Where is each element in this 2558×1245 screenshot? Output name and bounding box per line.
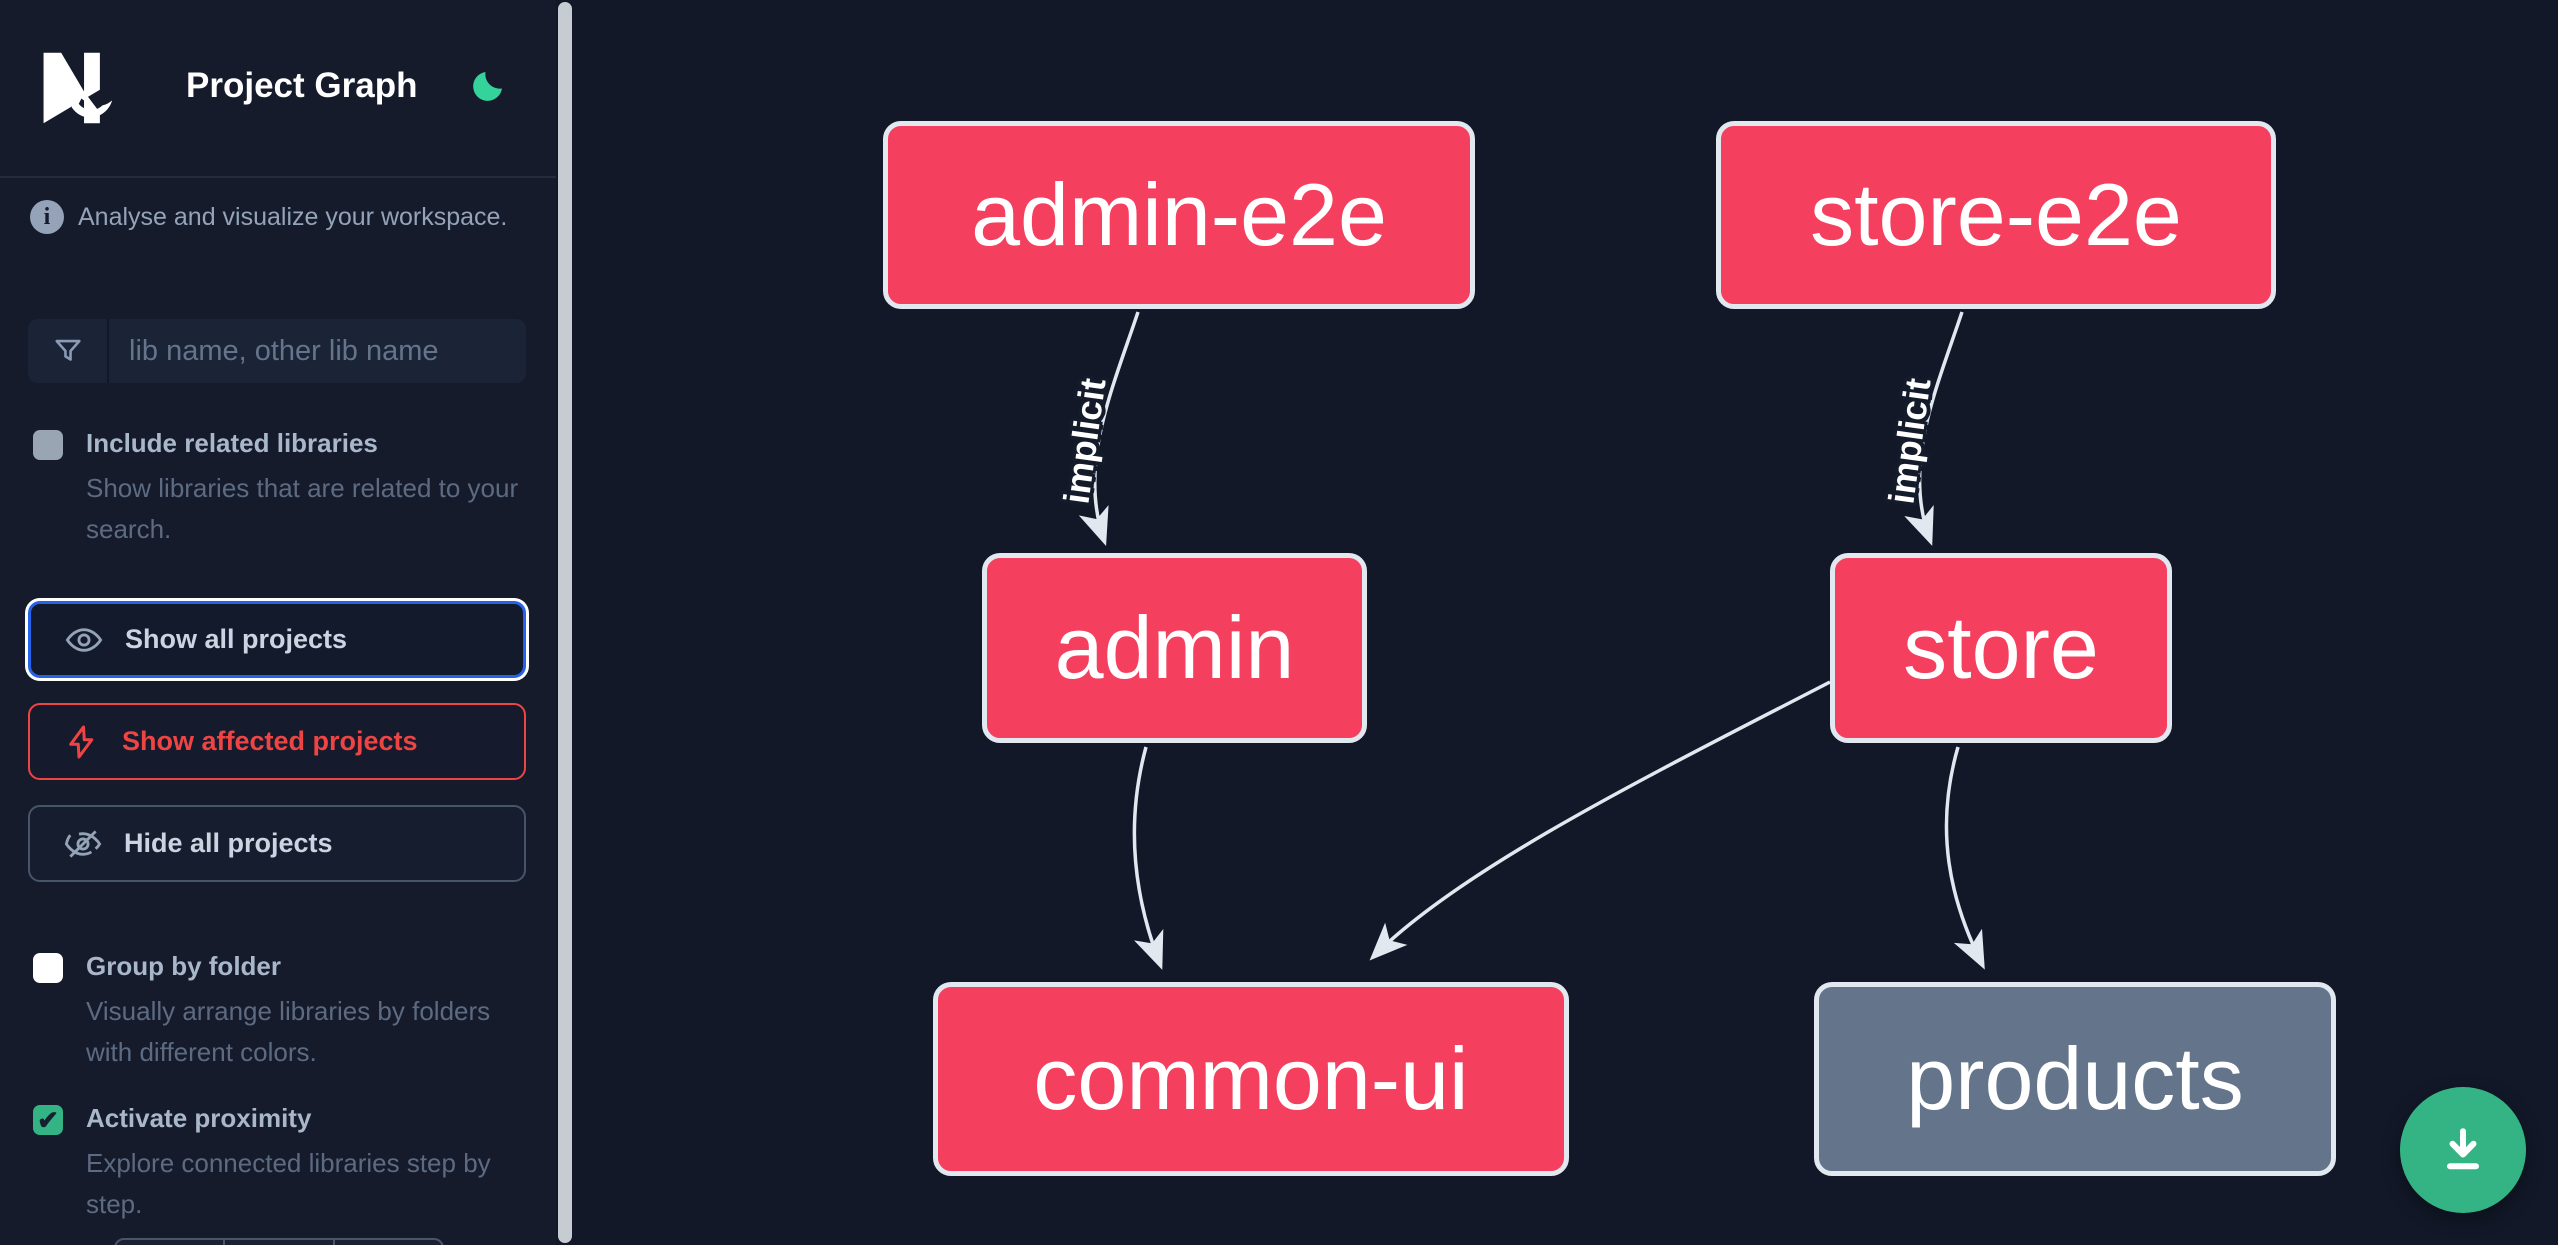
activate-proximity-row: ✔ Activate proximity Explore connected l… — [33, 1103, 503, 1233]
segment-left[interactable] — [116, 1240, 226, 1245]
search-filter-group — [28, 319, 526, 383]
page-title: Project Graph — [186, 66, 418, 105]
eye-off-icon — [64, 829, 102, 858]
group-by-folder-checkbox[interactable] — [33, 953, 63, 983]
node-label: store — [1903, 598, 2099, 697]
include-related-row: Include related libraries Show libraries… — [33, 428, 518, 558]
group-by-folder-row: Group by folder Visually arrange librari… — [33, 951, 503, 1081]
edge-label-implicit: implicit — [1880, 375, 1939, 507]
filter-icon — [28, 319, 109, 383]
button-label: Show all projects — [125, 624, 348, 654]
include-related-checkbox[interactable] — [33, 430, 63, 460]
info-icon: i — [30, 200, 64, 234]
node-label: common-ui — [1033, 1029, 1469, 1128]
segment-middle[interactable] — [225, 1240, 335, 1245]
group-by-folder-label: Group by folder — [86, 951, 281, 981]
info-row: i Analyse and visualize your workspace. — [30, 200, 507, 234]
search-input[interactable] — [109, 319, 526, 383]
activate-proximity-label: Activate proximity — [86, 1103, 312, 1133]
moon-icon — [473, 72, 502, 101]
segment-right[interactable] — [335, 1240, 442, 1245]
graph-node-store-e2e[interactable]: store-e2e — [1716, 121, 2276, 309]
graph-node-admin[interactable]: admin — [982, 553, 1367, 743]
node-label: products — [1906, 1029, 2244, 1128]
edge-label-implicit: implicit — [1055, 375, 1114, 507]
graph-node-store[interactable]: store — [1830, 553, 2172, 743]
activate-proximity-checkbox[interactable]: ✔ — [33, 1105, 63, 1135]
download-icon — [2447, 1128, 2480, 1170]
graph-node-products[interactable]: products — [1814, 982, 2336, 1176]
button-label: Hide all projects — [124, 828, 333, 858]
header-divider — [0, 176, 556, 178]
show-all-projects-button[interactable]: Show all projects — [28, 601, 526, 678]
button-label: Show affected projects — [122, 726, 418, 756]
download-graph-button[interactable] — [2400, 1087, 2526, 1213]
graph-node-common-ui[interactable]: common-ui — [933, 982, 1569, 1176]
group-by-folder-description: Visually arrange libraries by folders wi… — [86, 996, 491, 1067]
node-label: store-e2e — [1810, 165, 2182, 264]
proximity-depth-control[interactable] — [114, 1238, 444, 1245]
include-related-description: Show libraries that are related to your … — [86, 473, 519, 544]
theme-toggle-button[interactable] — [468, 66, 508, 106]
activate-proximity-description: Explore connected libraries step by step… — [86, 1148, 491, 1219]
include-related-label: Include related libraries — [86, 428, 378, 458]
edge-admin-common-ui — [1132, 746, 1164, 970]
node-label: admin-e2e — [971, 165, 1387, 264]
hide-all-projects-button[interactable]: Hide all projects — [28, 805, 526, 882]
show-affected-projects-button[interactable]: Show affected projects — [28, 703, 526, 780]
node-label: admin — [1054, 598, 1295, 697]
eye-icon — [65, 627, 103, 652]
graph-node-admin-e2e[interactable]: admin-e2e — [883, 121, 1475, 309]
info-text: Analyse and visualize your workspace. — [78, 202, 508, 231]
sidebar: Project Graph i Analyse and visualize yo… — [0, 0, 556, 1245]
nx-logo — [43, 52, 113, 124]
edge-store-products — [1944, 746, 1985, 970]
sidebar-scrollbar[interactable] — [558, 2, 572, 1243]
bolt-icon — [69, 725, 94, 758]
edge-store-common-ui — [1369, 680, 1831, 961]
